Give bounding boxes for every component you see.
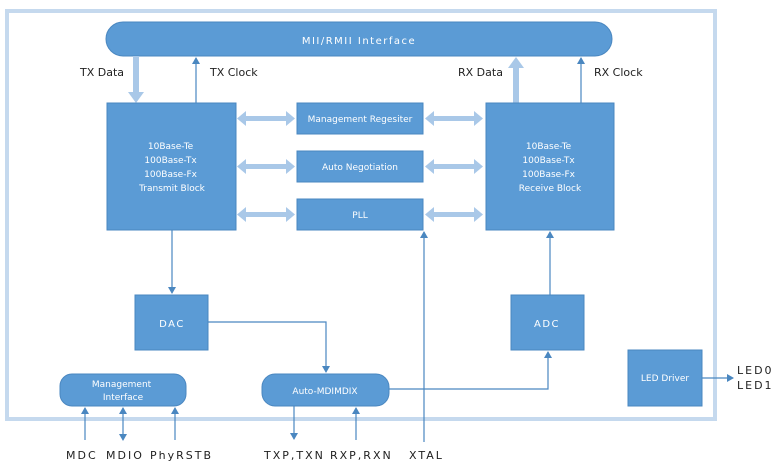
led0-pin-label: LED0: [737, 364, 774, 377]
txp-txn-pin-label: TXP,TXN: [263, 449, 325, 462]
rx-data-label: RX Data: [458, 66, 503, 79]
rx-mgmt-double-arrow: [425, 111, 483, 126]
tx-data-arrow: [128, 56, 144, 103]
rx-pll-double-arrow: [425, 207, 483, 222]
receive-line-2: 100Base-Tx: [522, 156, 575, 166]
mii-rmii-interface-bar: [105, 21, 613, 57]
tx-mgmt-double-arrow: [237, 111, 295, 126]
phyrstb-pin-label: PhyRSTB: [150, 449, 213, 462]
chip-frame: [5, 9, 717, 421]
transmit-block: [106, 102, 237, 231]
pll-label: PLL: [352, 211, 367, 221]
receive-line-4: Receive Block: [519, 184, 582, 194]
tx-data-label: TX Data: [79, 66, 124, 79]
transmit-line-4: Transmit Block: [138, 184, 206, 194]
transmit-line-2: 100Base-Tx: [144, 156, 197, 166]
receive-block: [485, 102, 615, 231]
rx-autoneg-double-arrow: [425, 159, 483, 174]
tx-clock-label: TX Clock: [209, 66, 258, 79]
tx-pll-double-arrow: [237, 207, 295, 222]
mii-rmii-interface-label: MII/RMII Interface: [302, 36, 416, 47]
mdio-pin-label: MDIO: [106, 449, 144, 462]
rx-data-arrow: [508, 57, 524, 103]
xtal-pin-label: XTAL: [409, 449, 444, 462]
management-register-block: [296, 102, 424, 135]
receive-line-1: 10Base-Te: [526, 142, 572, 152]
auto-mdi-mdix-block: [261, 373, 390, 407]
led1-pin-label: LED1: [737, 379, 774, 392]
svg-text:10Base-Te 100Base-Tx 1: 10Base-Te 100Base-Tx 100Base-Fx Receive …: [519, 142, 582, 194]
management-interface-block: [59, 373, 187, 407]
receive-line-3: 100Base-Fx: [522, 170, 576, 180]
tx-autoneg-double-arrow: [237, 159, 295, 174]
double-arrows: [237, 111, 483, 222]
dac-label: DAC: [159, 319, 185, 330]
adc-label: ADC: [534, 319, 560, 330]
auto-mdi-mdix-label: Auto-MDIMDIX: [292, 387, 357, 397]
management-interface-line-1: Management: [92, 380, 152, 390]
transmit-line-3: 100Base-Fx: [144, 170, 198, 180]
auto-negotiation-label: Auto Negotiation: [322, 163, 398, 173]
mdc-pin-label: MDC: [66, 449, 98, 462]
rx-clock-label: RX Clock: [594, 66, 643, 79]
led-driver-label: LED Driver: [641, 374, 689, 384]
rxp-rxn-pin-label: RXP,RXN: [330, 449, 393, 462]
adc-block: [510, 294, 585, 351]
transmit-line-1: 10Base-Te: [148, 142, 194, 152]
led-driver-block: [627, 349, 703, 407]
svg-text:10Base-Te 100Base-Tx 1: 10Base-Te 100Base-Tx 100Base-Fx Transmit…: [138, 142, 206, 194]
auto-negotiation-block: [296, 150, 424, 183]
dac-block: [134, 294, 209, 351]
dac-to-mdi-arrow: [208, 321, 330, 373]
management-interface-line-2: Interface: [103, 393, 144, 403]
svg-text:Management Interface: Management Interface: [92, 380, 154, 403]
management-register-label: Management Regesiter: [308, 115, 413, 125]
pll-block: [296, 198, 424, 231]
mdi-to-adc-arrow: [389, 351, 552, 390]
